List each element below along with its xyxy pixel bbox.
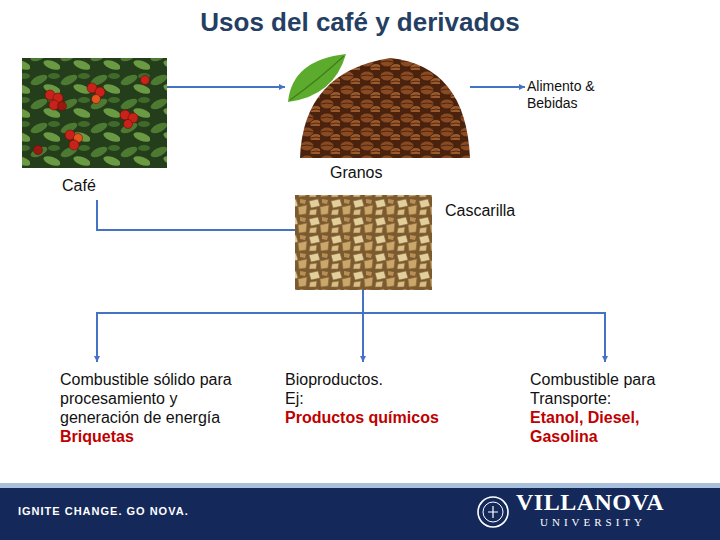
node-caption: Café — [62, 176, 96, 195]
use-text: Combustible sólido para procesamiento y … — [60, 370, 244, 427]
text-node: Alimento & Bebidas — [525, 70, 617, 116]
flow-connector — [97, 290, 363, 362]
product-text: Productos químicos — [285, 408, 461, 427]
node-caption: Cascarilla — [445, 201, 515, 220]
flow-connector — [363, 290, 605, 362]
diagram-title: Usos del café y derivados — [0, 6, 720, 38]
product-text: Briquetas — [60, 427, 244, 446]
flow-connector — [470, 86, 525, 88]
node-caption: Granos — [330, 163, 382, 182]
use-text: Combustible para Transporte: — [530, 370, 686, 408]
output-label: Alimento & Bebidas — [527, 78, 615, 112]
logo-subtitle: UNIVERSITY — [540, 516, 646, 528]
flow-connector — [167, 86, 285, 88]
text-node: Combustible para Transporte:Etanol, Dies… — [528, 362, 688, 450]
flow-connector — [97, 200, 295, 230]
footer-slogan: IGNITE CHANGE. GO NOVA. — [18, 505, 189, 517]
text-node: Combustible sólido para procesamiento y … — [58, 362, 246, 450]
photo-node: Café — [22, 58, 167, 200]
logo-wordmark: VILLANOVA — [516, 489, 664, 516]
photo-node: Cascarilla — [295, 195, 525, 290]
photo-node: Granos — [285, 50, 470, 185]
product-text: Etanol, Diesel, Gasolina — [530, 408, 686, 446]
use-text: Bioproductos. Ej: — [285, 370, 397, 408]
text-node: Bioproductos. Ej:Productos químicos — [283, 362, 463, 431]
